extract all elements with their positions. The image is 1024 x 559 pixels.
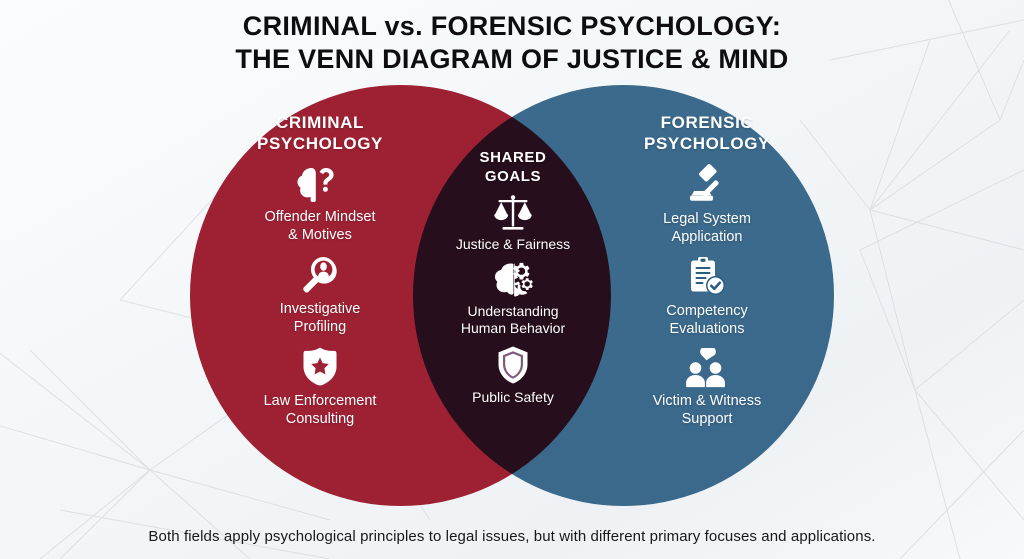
left-circle-heading: CRIMINAL PSYCHOLOGY: [205, 112, 435, 154]
people-heart-icon: [592, 346, 822, 388]
overlap-item-public-safety[interactable]: Public Safety: [432, 345, 594, 406]
overlap-item-label-3: Public Safety: [472, 389, 554, 405]
left-item-label-1: Offender Mindset & Motives: [205, 208, 435, 244]
right-item-victim-witness-support[interactable]: Victim & Witness Support: [592, 346, 822, 428]
overlap-item-2-line-1: Understanding: [467, 303, 559, 319]
police-badge-icon: [205, 346, 435, 388]
overlap-heading-line-1: SHARED: [479, 149, 547, 166]
right-item-label-3: Victim & Witness Support: [592, 392, 822, 428]
gavel-icon: [592, 164, 822, 206]
left-item-2-line-2: Profiling: [293, 319, 347, 335]
left-item-3-line-1: Law Enforcement: [263, 393, 377, 409]
right-item-3-line-2: Support: [681, 411, 733, 427]
left-item-label-2: Investigative Profiling: [205, 300, 435, 336]
magnifier-person-icon: [205, 254, 435, 296]
overlap-heading-line-2: GOALS: [484, 168, 542, 185]
shield-icon: [432, 345, 594, 385]
left-item-investigative-profiling[interactable]: Investigative Profiling: [205, 254, 435, 336]
left-heading-line-2: PSYCHOLOGY: [257, 134, 383, 153]
overlap-heading: SHARED GOALS: [432, 148, 594, 186]
overlap-item-label-1: Justice & Fairness: [455, 236, 571, 252]
overlap-item-label-2: Understanding Human Behavior: [432, 303, 594, 337]
right-item-label-2: Competency Evaluations: [592, 302, 822, 338]
footer-text: Both fields apply psychological principl…: [148, 528, 876, 545]
venn-overlap-column: SHARED GOALS: [432, 148, 594, 406]
right-circle-heading: FORENSIC PSYCHOLOGY: [592, 112, 822, 154]
right-item-label-1: Legal System Application: [592, 210, 822, 246]
left-item-1-line-2: & Motives: [288, 227, 352, 243]
right-item-2-line-2: Evaluations: [669, 321, 745, 337]
brain-question-icon: [205, 164, 435, 204]
brain-gears-icon: [432, 261, 594, 299]
left-heading-line-1: CRIMINAL: [276, 113, 364, 132]
left-item-3-line-2: Consulting: [285, 411, 355, 427]
scales-of-justice-icon: [432, 194, 594, 232]
right-heading-line-2: PSYCHOLOGY: [644, 134, 770, 153]
title-line-2: THE VENN DIAGRAM OF JUSTICE & MIND: [235, 44, 789, 74]
venn-right-column: FORENSIC PSYCHOLOGY Legal System: [592, 112, 822, 428]
right-item-legal-system-application[interactable]: Legal System Application: [592, 164, 822, 246]
left-item-2-line-1: Investigative: [279, 301, 361, 317]
overlap-item-2-line-2: Human Behavior: [460, 320, 566, 336]
title-line-1: CRIMINAL vs. FORENSIC PSYCHOLOGY:: [242, 11, 782, 41]
footer-caption: Both fields apply psychological principl…: [0, 528, 1024, 546]
right-item-2-line-1: Competency: [666, 303, 748, 319]
right-heading-line-1: FORENSIC: [660, 113, 754, 132]
right-item-1-line-2: Application: [671, 229, 743, 245]
venn-circle-forensic-psychology[interactable]: [413, 85, 834, 506]
venn-left-column: CRIMINAL PSYCHOLOGY Offender Min: [205, 112, 435, 428]
right-item-3-line-1: Victim & Witness: [652, 393, 762, 409]
left-item-law-enforcement-consulting[interactable]: Law Enforcement Consulting: [205, 346, 435, 428]
right-item-competency-evaluations[interactable]: Competency Evaluations: [592, 256, 822, 338]
page-title: CRIMINAL vs. FORENSIC PSYCHOLOGY: THE VE…: [0, 10, 1024, 76]
left-item-label-3: Law Enforcement Consulting: [205, 392, 435, 428]
left-item-1-line-1: Offender Mindset: [264, 209, 376, 225]
left-item-offender-mindset[interactable]: Offender Mindset & Motives: [205, 164, 435, 244]
clipboard-check-icon: [592, 256, 822, 298]
right-item-1-line-1: Legal System: [663, 211, 751, 227]
overlap-item-understanding-human-behavior[interactable]: Understanding Human Behavior: [432, 261, 594, 337]
overlap-item-justice-fairness[interactable]: Justice & Fairness: [432, 194, 594, 253]
